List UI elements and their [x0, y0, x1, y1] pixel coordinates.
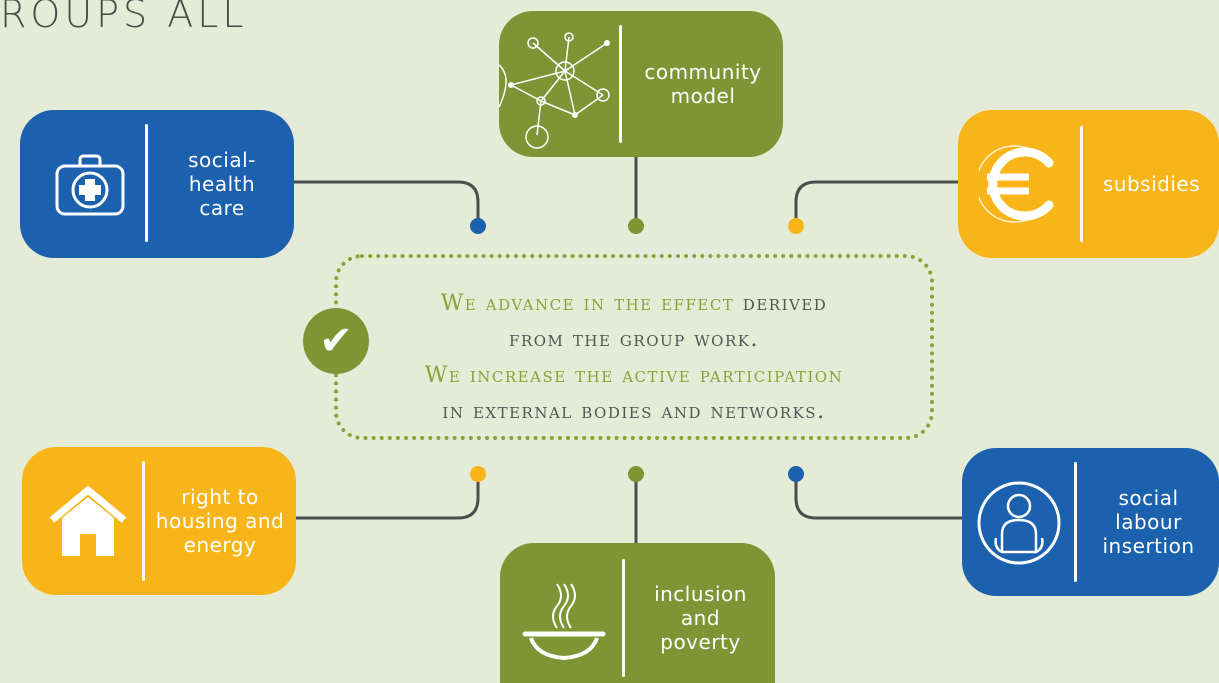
dot-social-health: [470, 218, 486, 234]
node-social-health-care: social- health care: [20, 110, 294, 258]
person-icon: [968, 474, 1070, 572]
node-label: community model: [644, 60, 762, 108]
dot-community: [628, 218, 644, 234]
page-heading: ROUPS ALL: [0, 0, 248, 36]
node-subsidies: subsidies: [958, 110, 1219, 258]
center-line4: in external bodies and networks.: [442, 399, 826, 424]
euro-icon: [972, 136, 1072, 232]
node-label: subsidies: [1102, 172, 1201, 196]
divider: [622, 559, 625, 677]
divider: [145, 124, 148, 242]
connector-subsidies: [794, 180, 958, 222]
check-icon: ✔: [303, 308, 369, 374]
node-inclusion-poverty: inclusion and poverty: [500, 543, 775, 683]
center-line3: We increase the active participation: [424, 363, 844, 388]
center-dotted-frame: [334, 254, 934, 440]
center-line1-rest: derived: [734, 291, 828, 316]
soup-bowl-icon: [514, 561, 614, 671]
connector-social-health: [292, 180, 480, 222]
first-aid-kit-icon: [40, 140, 140, 230]
node-social-labour-insertion: social labour insertion: [962, 448, 1219, 596]
dot-labour: [788, 466, 804, 482]
node-label: social- health care: [188, 148, 256, 220]
dot-subsidies: [788, 218, 804, 234]
network-people-icon: [499, 15, 617, 155]
dot-inclusion: [628, 466, 644, 482]
divider: [1080, 126, 1083, 242]
node-community-model: community model: [499, 11, 783, 157]
center-line1-highlight: We advance in the effect: [440, 291, 735, 316]
divider: [142, 461, 145, 581]
node-label: inclusion and poverty: [654, 582, 747, 654]
divider: [1074, 462, 1077, 582]
node-housing-energy: right to housing and energy: [22, 447, 296, 595]
house-icon: [36, 477, 140, 567]
connector-labour: [794, 480, 962, 520]
connector-housing: [296, 480, 480, 520]
node-label: right to housing and energy: [155, 485, 285, 557]
center-line2: from the group work.: [509, 327, 759, 352]
dot-housing: [470, 466, 486, 482]
divider: [619, 25, 622, 143]
center-statement: We advance in the effect derived from th…: [336, 286, 932, 430]
node-label: social labour insertion: [1102, 486, 1195, 558]
